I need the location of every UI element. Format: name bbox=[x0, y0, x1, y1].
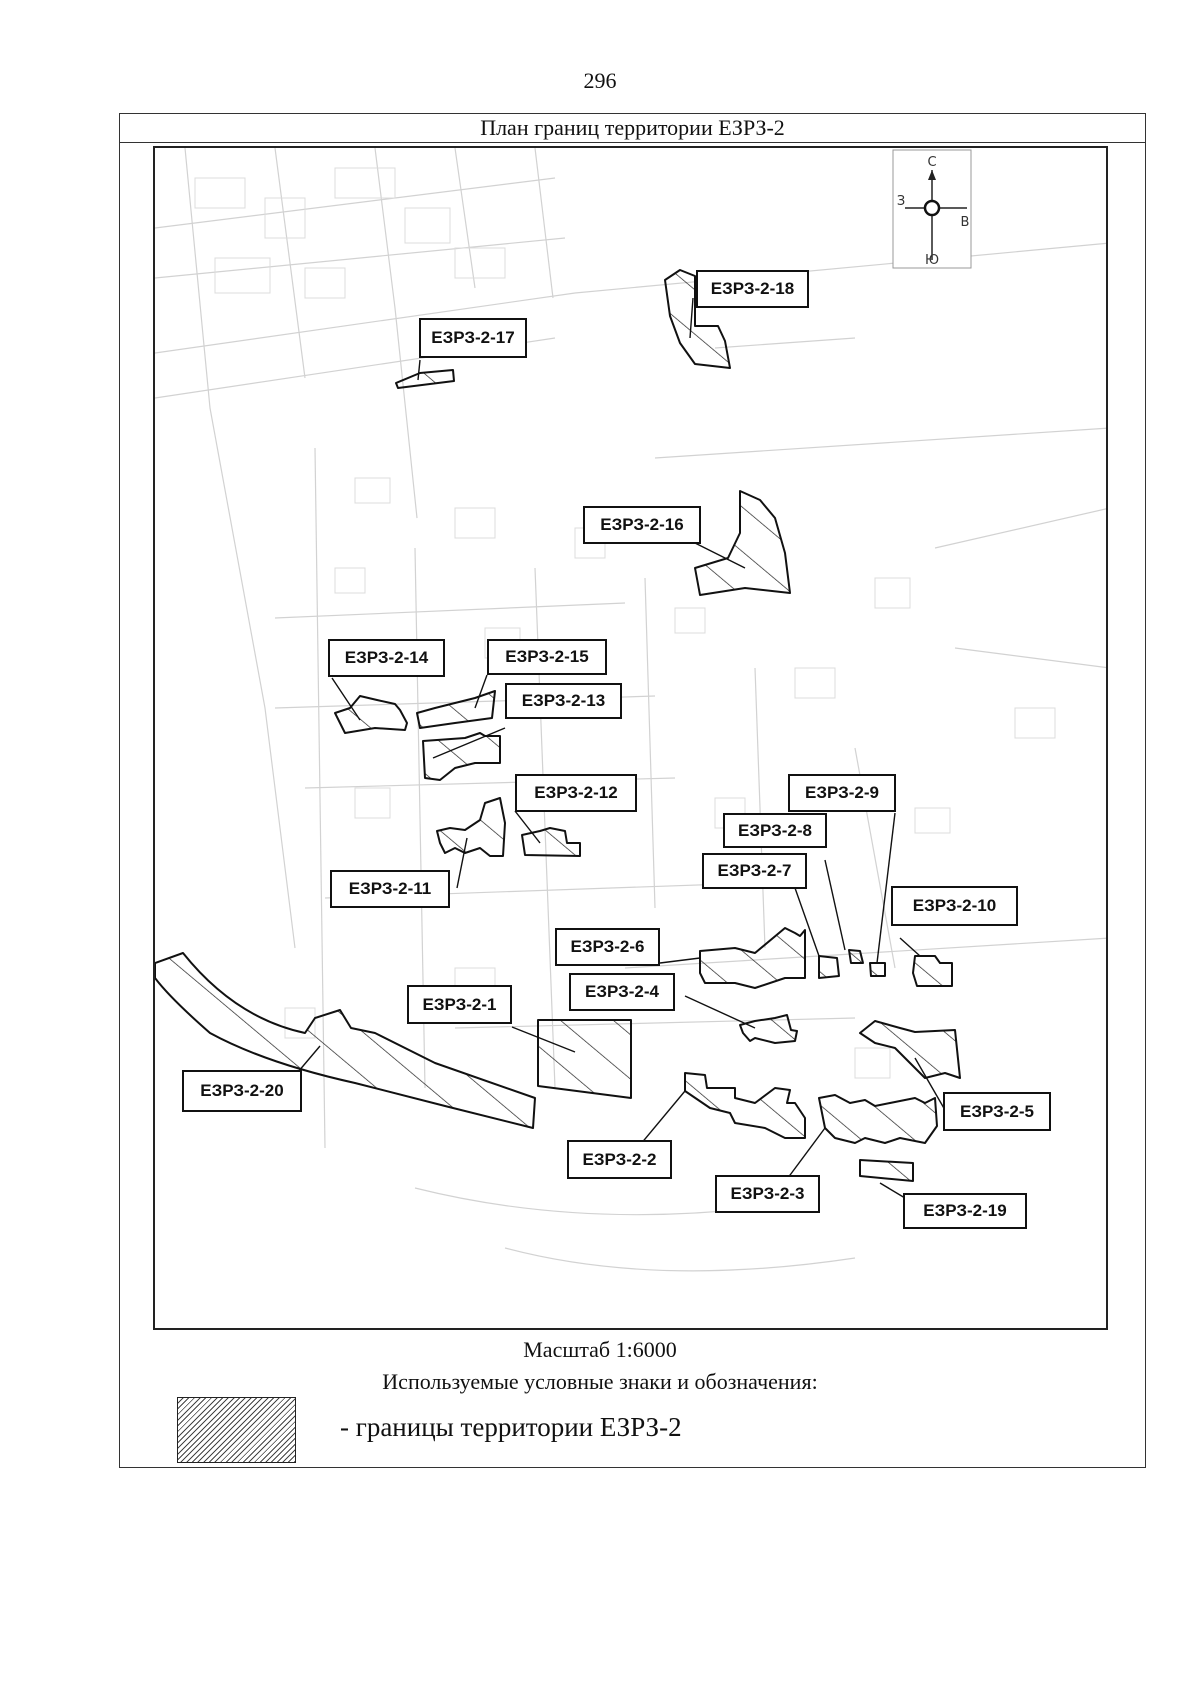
legend-hatch-swatch bbox=[177, 1397, 296, 1463]
zone-18-area bbox=[664, 269, 731, 369]
compass-rose: С З В Ю bbox=[892, 149, 972, 269]
map-frame: План границ территории ЕЗРЗ-2 bbox=[119, 113, 1146, 1468]
compass-north: С bbox=[927, 155, 936, 170]
zone-9-area bbox=[869, 962, 886, 977]
zone-6-area bbox=[699, 927, 806, 989]
legend-item-text: - границы территории ЕЗРЗ-2 bbox=[340, 1412, 682, 1442]
zone-14-area bbox=[334, 695, 408, 734]
zone-17-area bbox=[395, 369, 455, 389]
zone-label-15: ЕЗРЗ-2-15 bbox=[487, 639, 607, 675]
zone-label-10: ЕЗРЗ-2-10 bbox=[891, 886, 1018, 926]
legend-title: Используемые условные знаки и обозначени… bbox=[382, 1369, 818, 1394]
map-title: План границ территории ЕЗРЗ-2 bbox=[120, 114, 1145, 143]
zone-3-area bbox=[818, 1094, 938, 1144]
zone-13-area bbox=[422, 732, 501, 781]
zone-label-1: ЕЗРЗ-2-1 bbox=[407, 985, 512, 1024]
zone-label-2: ЕЗРЗ-2-2 bbox=[567, 1140, 672, 1179]
zone-label-4: ЕЗРЗ-2-4 bbox=[569, 973, 675, 1011]
zone-label-14: ЕЗРЗ-2-14 bbox=[328, 639, 445, 677]
territory-polygons bbox=[155, 269, 961, 1182]
map-scale: Масштаб 1:6000 bbox=[523, 1337, 677, 1362]
zone-11-area bbox=[436, 797, 506, 857]
compass-south: Ю bbox=[925, 253, 939, 268]
zone-label-7: ЕЗРЗ-2-7 bbox=[702, 853, 807, 889]
zone-label-11: ЕЗРЗ-2-11 bbox=[330, 870, 450, 908]
zone-label-6: ЕЗРЗ-2-6 bbox=[555, 928, 660, 966]
zone-label-19: ЕЗРЗ-2-19 bbox=[903, 1193, 1027, 1229]
zone-label-5: ЕЗРЗ-2-5 bbox=[943, 1092, 1051, 1131]
zone-15-area bbox=[416, 690, 496, 729]
zone-2-area bbox=[684, 1072, 806, 1139]
zone-label-8: ЕЗРЗ-2-8 bbox=[723, 813, 827, 848]
compass-west: З bbox=[897, 194, 905, 209]
zone-label-16: ЕЗРЗ-2-16 bbox=[583, 506, 701, 544]
zone-8-area bbox=[848, 949, 864, 964]
zone-19-area bbox=[859, 1159, 914, 1182]
map-area: С З В Ю bbox=[153, 146, 1108, 1330]
zone-label-13: ЕЗРЗ-2-13 bbox=[505, 683, 622, 719]
zone-1-area bbox=[537, 1019, 632, 1099]
zone-12-area bbox=[521, 827, 581, 857]
zone-label-3: ЕЗРЗ-2-3 bbox=[715, 1175, 820, 1213]
zone-5-area bbox=[859, 1020, 961, 1079]
compass-east: В bbox=[961, 215, 970, 230]
zone-label-20: ЕЗРЗ-2-20 bbox=[182, 1070, 302, 1112]
zone-label-9: ЕЗРЗ-2-9 bbox=[788, 774, 896, 812]
zone-7-area bbox=[818, 955, 840, 979]
zone-label-17: ЕЗРЗ-2-17 bbox=[419, 318, 527, 358]
zone-16-area bbox=[694, 490, 791, 596]
zone-10-area bbox=[912, 955, 953, 987]
page-number: 296 bbox=[583, 68, 617, 93]
zone-label-18: ЕЗРЗ-2-18 bbox=[696, 270, 809, 308]
zone-20-area bbox=[155, 952, 536, 1129]
zone-4-area bbox=[739, 1014, 798, 1044]
zone-label-12: ЕЗРЗ-2-12 bbox=[515, 774, 637, 812]
leader-lines bbox=[297, 297, 946, 1199]
